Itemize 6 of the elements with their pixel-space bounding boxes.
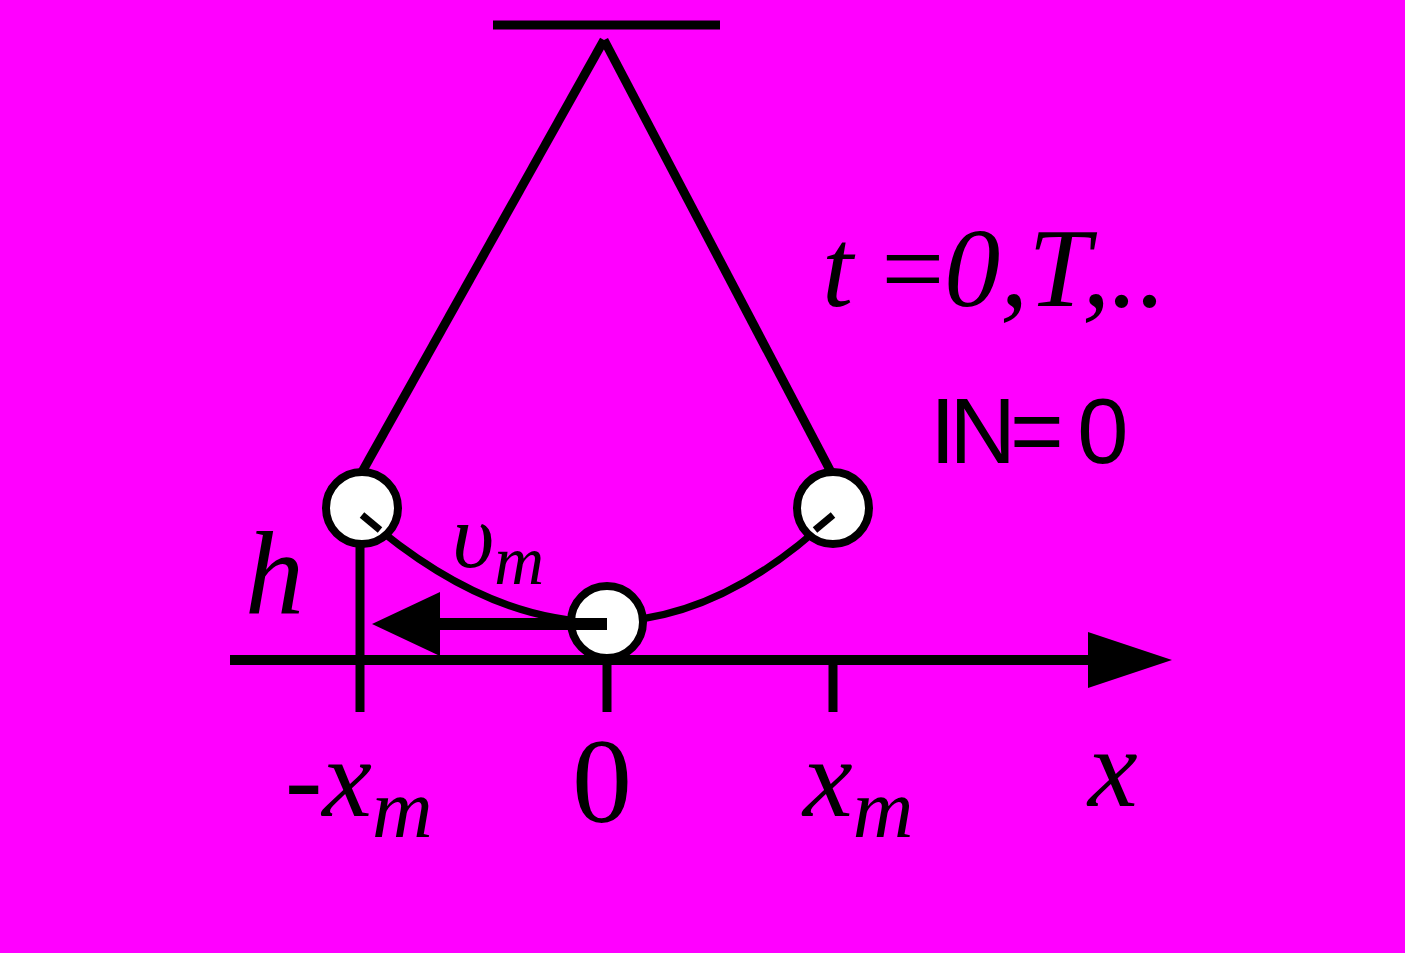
tick-label: 0 <box>572 722 632 842</box>
height-label: h <box>245 515 304 633</box>
velocity-label: υ$_{m}$ <box>452 490 545 582</box>
time-condition: t =0,T,.. <box>822 212 1167 324</box>
axis-label: x <box>1088 712 1138 824</box>
value-label: IN= 0 <box>930 385 1123 477</box>
